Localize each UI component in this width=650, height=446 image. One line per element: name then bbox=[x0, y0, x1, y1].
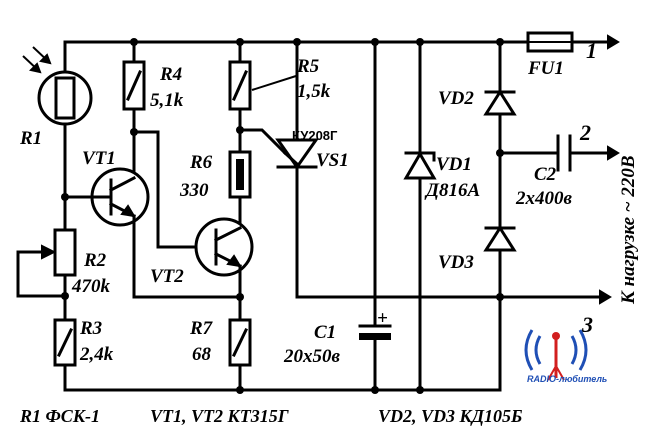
vd1-ref-label: VD1 bbox=[436, 154, 472, 175]
r6-ref-label: R6 bbox=[189, 152, 213, 173]
r1-photoresistor-body bbox=[54, 76, 76, 120]
r2-wiper-arrow bbox=[41, 244, 57, 260]
r3-ref-label: R3 bbox=[79, 318, 102, 339]
r6-center-bar bbox=[236, 159, 244, 190]
r4-ref-label: R4 bbox=[159, 64, 182, 85]
vs1-gate-lead bbox=[282, 150, 300, 167]
c2-value-label: 2х400в bbox=[515, 188, 573, 209]
antenna-wave-icon bbox=[534, 335, 542, 365]
vd3-diode-triangle bbox=[483, 225, 517, 252]
r4-slash bbox=[126, 70, 142, 101]
r6-value-label: 330 bbox=[179, 180, 209, 201]
vd1-zener-triangle bbox=[403, 151, 437, 180]
vd3-ref-label: VD3 bbox=[438, 252, 474, 273]
terminal-2-label: 2 bbox=[579, 120, 591, 145]
fu1-ref-label: FU1 bbox=[527, 58, 564, 79]
vt1-emitter-to-bottom bbox=[132, 214, 242, 299]
terminal-1-label: 1 bbox=[586, 38, 597, 63]
r5-value-label: 1,5k bbox=[297, 81, 331, 102]
r3-slash bbox=[56, 327, 74, 358]
load-side-label: К нагрузке ~ 220В bbox=[618, 155, 639, 305]
c1-value-label: 20х50в bbox=[283, 346, 341, 367]
footer-r1-type: R1 ФСК-1 bbox=[19, 406, 100, 426]
r4-value-label: 5,1k bbox=[150, 90, 184, 111]
vs1-part-label: КУ208Г bbox=[292, 128, 338, 143]
vs1-ref-label: VS1 bbox=[316, 150, 349, 171]
light-rays-icon bbox=[22, 46, 52, 74]
vt2-ref-label: VT2 bbox=[150, 266, 184, 287]
terminal-2-arrow bbox=[607, 145, 620, 161]
terminal-3-arrow bbox=[599, 289, 612, 305]
c2-ref-label: C2 bbox=[534, 164, 557, 185]
vd1-part-label: Д816А bbox=[424, 180, 480, 201]
c1-ref-label: C1 bbox=[314, 322, 336, 343]
vt1-emitter-arrow bbox=[120, 204, 136, 218]
vt2-collector-lead bbox=[213, 225, 243, 243]
r5-leader-line bbox=[251, 75, 297, 91]
vt1-collector-to-vt2-base bbox=[132, 130, 222, 249]
r5-slash bbox=[232, 70, 248, 101]
r7-ref-label: R7 bbox=[189, 318, 214, 339]
r7-slash bbox=[231, 327, 249, 358]
logo-text: RADIO-любитель bbox=[527, 374, 607, 384]
terminal-3-label: 3 bbox=[581, 312, 593, 337]
r2-wiper-wire bbox=[16, 250, 67, 298]
r2-value-label: 470k bbox=[71, 276, 111, 297]
vt1-ref-label: VT1 bbox=[82, 148, 116, 169]
junction-dots bbox=[61, 38, 504, 394]
r3-value-label: 2,4k bbox=[79, 344, 114, 365]
r1-ref-label: R1 bbox=[19, 128, 42, 149]
vt2-emitter-arrow bbox=[226, 254, 242, 268]
footer-transistors: VT1, VT2 КТ315Г bbox=[150, 406, 289, 426]
footer-diodes: VD2, VD3 КД105Б bbox=[378, 406, 522, 426]
vd2-ref-label: VD2 bbox=[438, 88, 474, 109]
c1-polarity-mark: + bbox=[377, 308, 388, 329]
vd1-zener-bar bbox=[404, 151, 436, 162]
r2-potentiometer-body bbox=[53, 228, 77, 277]
terminal-1-arrow bbox=[607, 34, 620, 50]
vt1-collector-lead bbox=[108, 175, 137, 193]
vd2-diode-triangle bbox=[483, 89, 517, 116]
r5-to-scr-gate bbox=[238, 128, 288, 156]
vt2-transistor-ring bbox=[194, 217, 254, 277]
r2-ref-label: R2 bbox=[83, 250, 107, 271]
radio-lubitel-logo: RADIO-любитель bbox=[524, 329, 607, 384]
r5-ref-label: R5 bbox=[296, 56, 320, 77]
r7-value-label: 68 bbox=[192, 344, 212, 365]
